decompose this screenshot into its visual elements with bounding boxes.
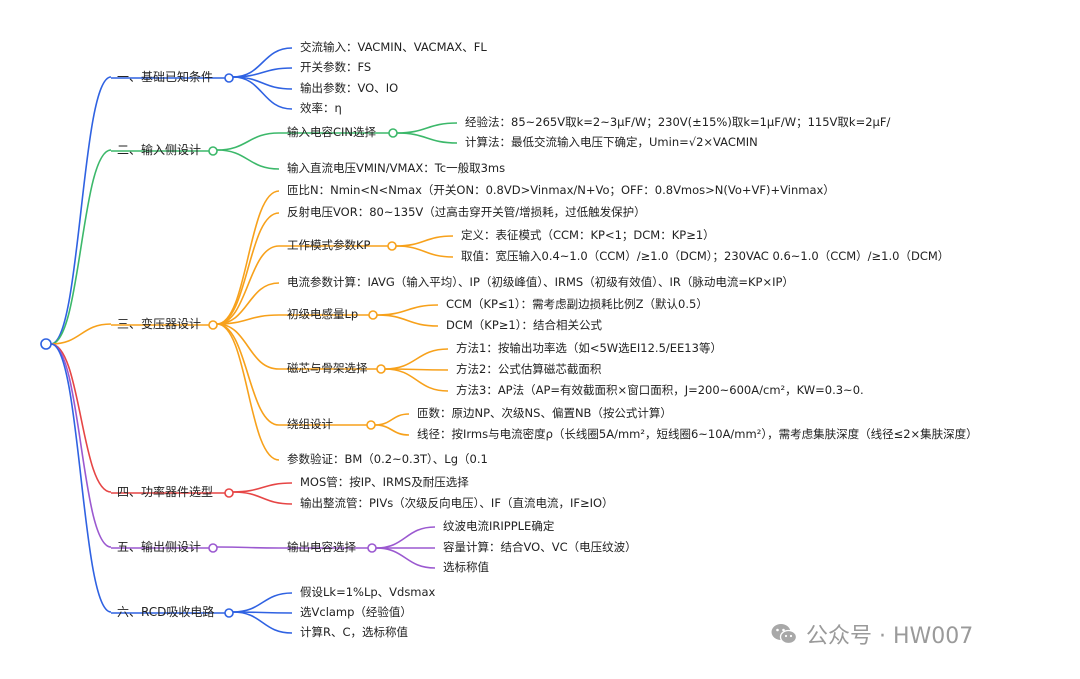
section-1-item-1: 交流输入：VACMIN、VACMAX、FL (300, 40, 487, 54)
section-1-child-line-4 (232, 76, 293, 110)
section-3-item-2: 反射电压VOR：80~135V（过高击穿开关管/增损耗，过低触发保护） (287, 205, 646, 219)
section-3-child-line-3 (216, 245, 280, 325)
section-3-sub-3-item-1: 定义：表征模式（CCM：KP<1；DCM：KP≥1） (461, 228, 715, 242)
section-3-child-line-2 (216, 212, 280, 325)
section-3-sub-5-line-1 (376, 304, 439, 316)
section-3-subtopic-node-6[interactable] (376, 364, 386, 374)
section-4-item-2: 输出整流管：PIVs（次级反向电压）、IF（直流电流，IF≥IO） (300, 496, 614, 510)
section-2-item-2: 输入直流电压VMIN/VMAX：Tc一般取3ms (287, 161, 506, 175)
section-3-sub-3-item-2: 取值：宽压输入0.4~1.0（CCM）/≥1.0（DCM）；230VAC 0.6… (461, 249, 950, 263)
branch-line-4 (50, 343, 112, 493)
wechat-icon (771, 624, 798, 645)
section-3-sub-6-line-3 (384, 368, 449, 392)
section-6-item-3: 计算R、C，选标称值 (300, 625, 409, 639)
branch-line-1 (50, 76, 112, 345)
section-title-5: 五、输出侧设计 (117, 540, 202, 554)
section-2-child-line-1 (216, 132, 280, 151)
section-3-subtopic-node-5[interactable] (368, 310, 378, 320)
section-1-item-3: 输出参数：VO、IO (300, 81, 399, 95)
section-5-child-line-1 (216, 546, 280, 549)
section-title-1: 一、基础已知条件 (117, 70, 214, 84)
section-4-child-line-1 (232, 482, 293, 493)
section-4-item-1: MOS管：按IP、IRMS及耐压选择 (300, 475, 469, 489)
section-1-item-2: 开关参数：FS (300, 60, 372, 74)
section-title-2: 二、输入侧设计 (117, 143, 202, 157)
section-node-6[interactable] (224, 608, 234, 618)
section-4-child-line-2 (232, 491, 293, 505)
section-2-child-line-2 (216, 149, 280, 170)
section-5-sub-1-item-3: 选标称值 (443, 560, 489, 574)
section-5-subtopic-node-1[interactable] (367, 543, 377, 553)
section-5-subtopic-1: 输出电容选择 (287, 540, 356, 554)
section-3-subtopic-node-3[interactable] (387, 241, 397, 251)
section-3-sub-7-line-1 (374, 413, 410, 426)
section-3-child-line-4 (216, 282, 280, 325)
section-3-sub-7-line-2 (374, 424, 410, 436)
section-2-sub-1-line-2 (396, 132, 458, 144)
section-6-item-2: 选Vclamp（经验值） (300, 605, 412, 619)
branch-line-3 (50, 323, 112, 345)
section-2-sub-1-line-1 (396, 122, 458, 134)
section-node-3[interactable] (208, 320, 218, 330)
section-2-subtopic-node-1[interactable] (388, 128, 398, 138)
section-3-item-8: 参数验证：BM（0.2~0.3T）、Lg（0.1 (287, 452, 488, 466)
section-5-sub-1-line-3 (375, 547, 436, 569)
section-3-sub-5-line-2 (376, 314, 439, 327)
section-3-subtopic-node-7[interactable] (366, 420, 376, 430)
section-3-child-line-7 (216, 323, 280, 426)
section-3-sub-6-item-2: 方法2：公式估算磁芯截面积 (456, 362, 602, 376)
section-3-sub-6-item-1: 方法1：按输出功率选（如<5W选EI12.5/EE13等） (456, 341, 722, 355)
section-3-subtopic-5: 初级电感量Lp (287, 307, 359, 321)
root-node[interactable] (40, 338, 52, 350)
section-3-item-4: 电流参数计算：IAVG（输入平均）、IP（初级峰值）、IRMS（初级有效值）、I… (287, 275, 794, 289)
section-5-sub-1-line-1 (375, 526, 436, 549)
section-node-1[interactable] (224, 73, 234, 83)
section-2-subtopic-1: 输入电容CIN选择 (287, 125, 377, 139)
section-3-subtopic-3: 工作模式参数KP (287, 238, 371, 252)
section-title-6: 六、RCD吸收电路 (117, 605, 215, 619)
branch-line-5 (50, 343, 112, 548)
section-6-item-1: 假设Lk=1%Lp、Vdsmax (300, 585, 436, 599)
branch-line-2 (50, 149, 112, 345)
section-6-child-line-1 (232, 592, 293, 613)
section-5-sub-1-item-1: 纹波电流IRIPPLE确定 (443, 519, 555, 533)
section-3-sub-7-item-2: 线径：按Irms与电流密度ρ（长线圈5A/mm²，短线圈6~10A/mm²），需… (417, 427, 978, 441)
section-3-item-1: 匝比N：Nmin<N<Nmax（开关ON：0.8VD>Vinmax/N+Vo；O… (287, 183, 835, 197)
section-5-sub-1-item-2: 容量计算：结合VO、VC（电压纹波） (443, 540, 637, 554)
section-3-child-line-8 (216, 323, 280, 461)
section-6-child-line-3 (232, 611, 293, 634)
section-3-subtopic-7: 绕组设计 (287, 417, 333, 431)
section-3-child-line-6 (216, 323, 280, 370)
section-3-sub-6-line-1 (384, 348, 449, 370)
section-node-4[interactable] (224, 488, 234, 498)
section-title-4: 四、功率器件选型 (117, 485, 214, 499)
section-title-3: 三、变压器设计 (117, 317, 202, 331)
section-node-5[interactable] (208, 543, 218, 553)
section-3-sub-5-item-2: DCM（KP≥1）：结合相关公式 (446, 318, 602, 332)
section-1-item-4: 效率：η (300, 101, 342, 115)
section-node-2[interactable] (208, 146, 218, 156)
section-2-sub-1-item-2: 计算法：最低交流输入电压下确定，Umin=√2×VACMIN (465, 135, 758, 149)
section-3-sub-7-item-1: 匝数：原边NP、次级NS、偏置NB（按公式计算） (417, 406, 672, 420)
section-3-sub-5-item-1: CCM（KP≤1）：需考虑副边损耗比例Z（默认0.5） (446, 297, 708, 311)
section-3-sub-3-line-1 (395, 235, 454, 247)
section-2-sub-1-item-1: 经验法：85~265V取k=2~3μF/W；230V(±15%)取k=1μF/W… (465, 115, 891, 129)
section-3-sub-6-item-3: 方法3：AP法（AP=有效截面积×窗口面积，J=200~600A/cm²，KW=… (456, 383, 864, 397)
branch-line-6 (50, 343, 112, 613)
section-3-child-line-5 (216, 314, 280, 325)
section-3-child-line-1 (216, 190, 280, 325)
watermark-text: 公众号 · HW007 (806, 624, 974, 649)
watermark: 公众号 · HW007 (770, 618, 973, 650)
section-3-sub-3-line-2 (395, 245, 454, 258)
section-3-subtopic-6: 磁芯与骨架选择 (287, 361, 368, 375)
